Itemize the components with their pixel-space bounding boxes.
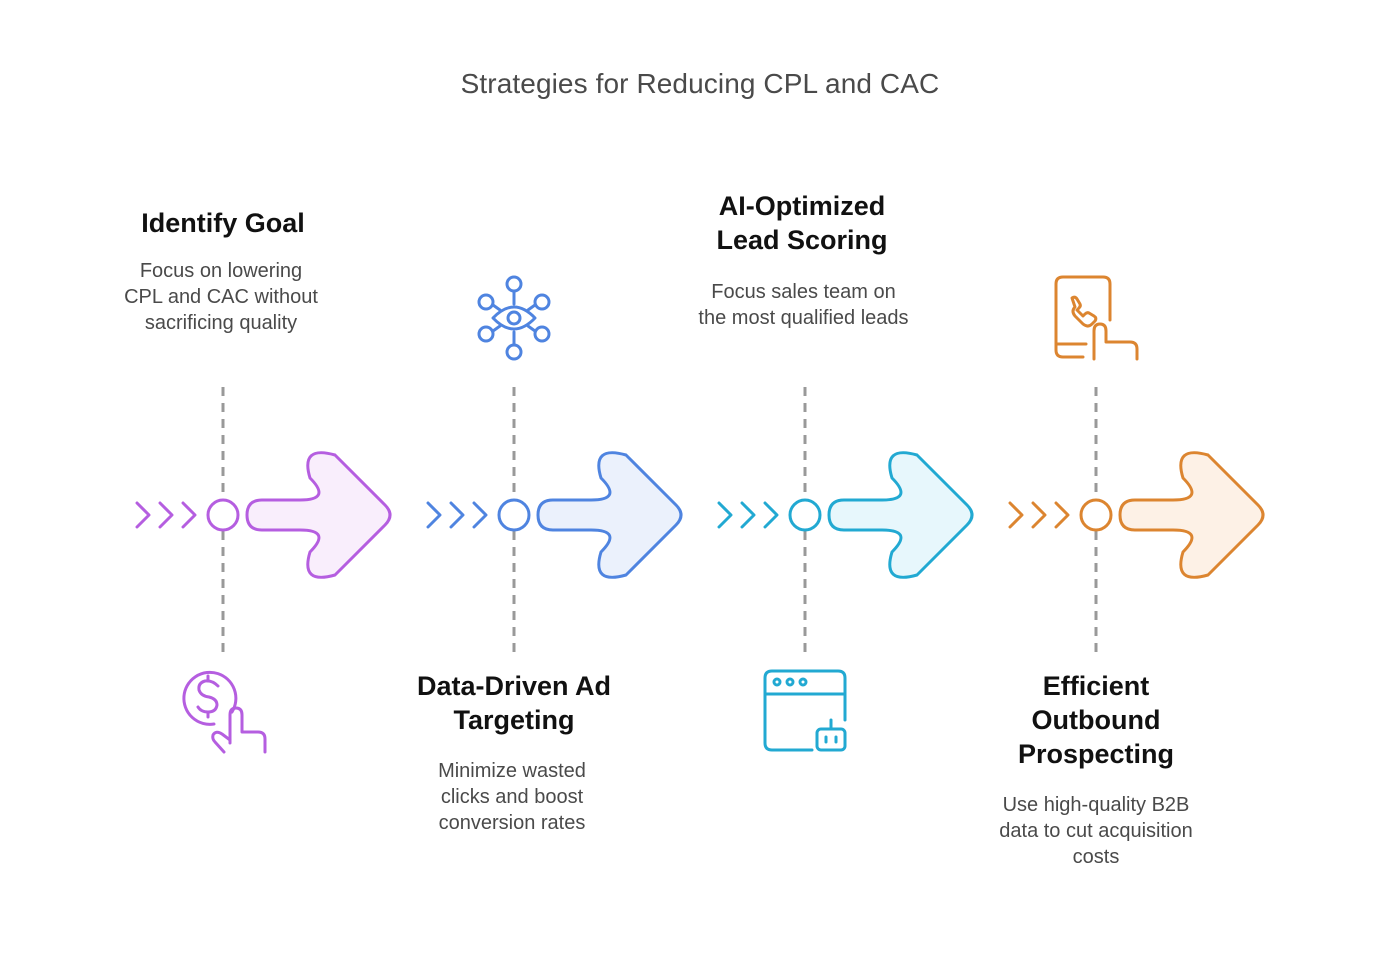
step-2-node (497, 498, 531, 532)
step-4-arrow (1118, 451, 1265, 579)
phone-tap-icon (1054, 275, 1139, 361)
step-3-chevrons (717, 501, 779, 529)
step-4-description: Use high-quality B2B data to cut acquisi… (999, 794, 1193, 868)
step-1-arrow (245, 451, 392, 579)
step-2-heading: Data-Driven Ad Targeting (416, 671, 612, 735)
step-3-arrow (827, 451, 974, 579)
step-2-chevrons (426, 501, 488, 529)
step-3-description: Focus sales team on the most qualified l… (698, 281, 909, 329)
step-4-flow (1008, 387, 1265, 655)
step-2-arrow (536, 451, 683, 579)
step-3-heading: AI-Optimized Lead Scoring (716, 191, 888, 255)
diagram-title: Strategies for Reducing CPL and CAC (460, 68, 940, 99)
step-2-flow (426, 387, 683, 655)
eye-network-icon (477, 275, 551, 361)
step-3-node (788, 498, 822, 532)
step-4-chevrons (1008, 501, 1070, 529)
step-1-description: Focus on lowering CPL and CAC without sa… (124, 260, 318, 334)
step-4-node (1079, 498, 1113, 532)
step-1-flow (135, 387, 392, 655)
dollar-click-icon (182, 670, 267, 754)
step-4-heading: Efficient Outbound Prospecting (1017, 671, 1175, 769)
step-1-node (206, 498, 240, 532)
step-1-chevrons (135, 501, 197, 529)
step-1-heading: Identify Goal (141, 208, 305, 238)
step-2-description: Minimize wasted clicks and boost convers… (438, 760, 586, 834)
browser-robot-icon (763, 669, 847, 752)
step-3-flow (717, 387, 974, 655)
